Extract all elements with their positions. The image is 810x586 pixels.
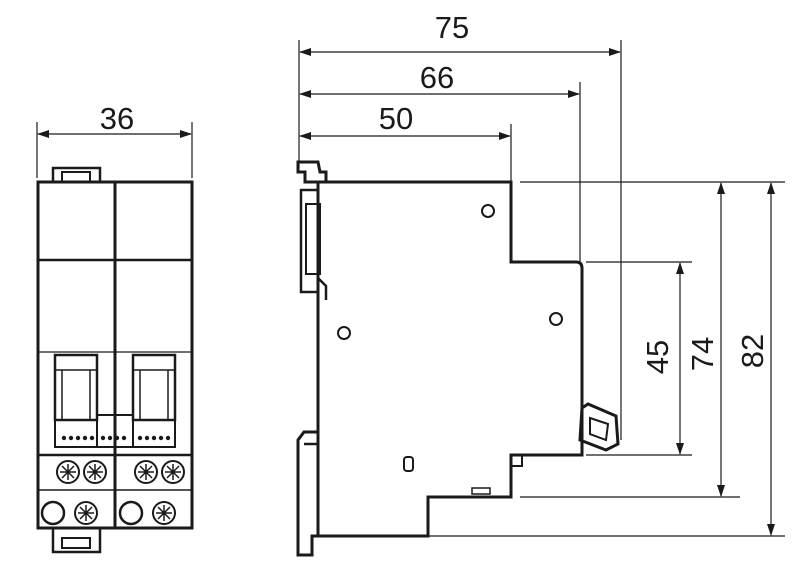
dimension-front-width: 36 xyxy=(36,101,193,178)
front-view: 36 xyxy=(36,101,194,554)
label-slot xyxy=(471,487,491,495)
dimension-side-50: 50 xyxy=(299,101,511,140)
toggle-left xyxy=(53,353,99,422)
dimension-label-66: 66 xyxy=(420,60,454,95)
dimension-label-45: 45 xyxy=(640,340,675,374)
dimension-height-82: 82 xyxy=(735,182,775,536)
rivet-hole xyxy=(481,204,495,218)
dimension-height-74: 74 xyxy=(685,182,725,497)
slot-hole xyxy=(403,456,414,472)
dimension-label-36: 36 xyxy=(100,101,134,136)
dimension-side-75: 75 xyxy=(299,10,621,56)
dimension-label-50: 50 xyxy=(379,101,413,136)
rivet-hole xyxy=(549,312,563,326)
dimension-label-75: 75 xyxy=(435,10,469,45)
dimension-label-74: 74 xyxy=(685,337,720,371)
dimension-height-45: 45 xyxy=(640,262,684,455)
din-clip-top xyxy=(51,166,102,183)
dimension-label-82: 82 xyxy=(735,334,770,368)
dimension-side-66: 66 xyxy=(299,60,580,98)
din-clip-bottom xyxy=(51,528,102,554)
vent-dots xyxy=(61,435,171,441)
side-view: 75 66 50 45 74 82 xyxy=(296,10,785,557)
toggle-right xyxy=(131,353,177,422)
side-clip-bottom xyxy=(296,430,318,557)
side-housing xyxy=(316,180,584,538)
terminal-screws xyxy=(40,460,185,526)
side-toggle-lever xyxy=(578,402,620,452)
side-clip-top xyxy=(296,160,328,184)
rivet-hole xyxy=(337,326,351,340)
